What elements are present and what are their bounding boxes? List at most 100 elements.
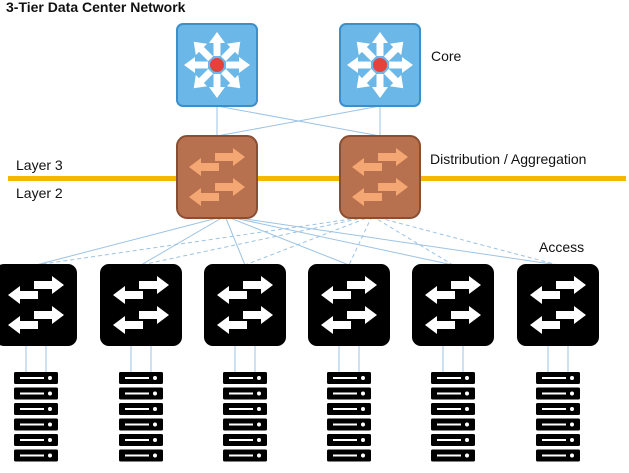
- server-led: [361, 422, 365, 427]
- switch-arrow: [139, 306, 169, 324]
- switch-arrow: [347, 306, 377, 324]
- server-led: [257, 438, 261, 442]
- server-slot: [437, 392, 461, 395]
- switch-arrow: [139, 276, 169, 294]
- dist-access-link: [35, 215, 226, 266]
- access-switch-icon: [204, 264, 286, 346]
- access-switch-body: [517, 264, 599, 346]
- server-led: [48, 453, 52, 458]
- switch-arrow: [189, 158, 219, 176]
- core-arrow: [356, 41, 377, 62]
- layer-boundary-line: [8, 176, 626, 181]
- switch-arrow: [215, 178, 245, 196]
- server-slot: [437, 454, 461, 457]
- switch-arrow: [352, 158, 382, 176]
- dist-access-link: [371, 215, 559, 266]
- server-slot: [333, 408, 357, 410]
- server-led: [465, 453, 469, 458]
- server-slot: [229, 423, 253, 426]
- core-center-dot: [373, 58, 387, 72]
- distribution-switch-body: [339, 135, 421, 219]
- server-slot: [20, 408, 44, 410]
- server-led: [361, 438, 365, 442]
- server-slot: [542, 439, 566, 441]
- server-led: [153, 391, 157, 396]
- switch-arrow: [8, 316, 38, 334]
- server-slot: [437, 423, 461, 426]
- links: [25, 105, 569, 372]
- core-arrow: [347, 57, 371, 73]
- server-slot: [333, 392, 357, 395]
- core-arrow: [209, 32, 225, 56]
- distribution-switch-body: [176, 135, 258, 219]
- server-slot: [333, 454, 357, 457]
- core-arrow: [184, 57, 208, 73]
- access-switch-icon: [517, 264, 599, 346]
- switch-arrow: [378, 148, 408, 166]
- server-slot: [125, 454, 149, 457]
- server-slot: [20, 377, 44, 379]
- core-label: Core: [431, 48, 462, 64]
- server-led: [570, 453, 574, 458]
- core-arrow: [372, 32, 388, 56]
- access-switch-icon: [308, 264, 390, 346]
- switch-arrow: [113, 316, 143, 334]
- server-led: [570, 391, 574, 396]
- access-switch-icon: [100, 264, 182, 346]
- server-slot: [542, 408, 566, 410]
- server-led: [361, 453, 365, 458]
- access-label: Access: [539, 239, 585, 255]
- server-led: [153, 376, 157, 380]
- distribution-label: Distribution / Aggregation: [430, 151, 587, 167]
- switch-arrow: [215, 148, 245, 166]
- switch-arrow: [243, 276, 273, 294]
- server-slot: [333, 423, 357, 426]
- dist-access-link: [35, 215, 373, 266]
- switch-arrow: [113, 286, 143, 304]
- dist-access-link: [244, 215, 373, 266]
- access-switch-body: [100, 264, 182, 346]
- server-led: [570, 407, 574, 411]
- server-led: [153, 422, 157, 427]
- switch-arrow: [530, 286, 560, 304]
- core-arrow: [220, 41, 241, 62]
- distribution-switch-icon: [339, 135, 421, 219]
- access-switch-body: [308, 264, 390, 346]
- server-rack-icon: [119, 372, 163, 462]
- server-led: [361, 391, 365, 396]
- dist-access-link: [224, 215, 559, 266]
- switch-arrow: [321, 316, 351, 334]
- server-rack-icon: [536, 372, 580, 462]
- dist-access-link: [224, 215, 246, 266]
- server-slot: [333, 377, 357, 379]
- access-switch-body: [204, 264, 286, 346]
- server-led: [48, 407, 52, 411]
- server-led: [465, 391, 469, 396]
- access-switch-body: [412, 264, 494, 346]
- switch-arrow: [556, 276, 586, 294]
- core-router-icon: [339, 23, 421, 107]
- core-arrow: [383, 68, 404, 89]
- switch-arrow: [378, 178, 408, 196]
- core-arrow: [389, 57, 413, 73]
- switch-arrow: [34, 306, 64, 324]
- access-switch-icon: [0, 264, 77, 346]
- switch-arrow: [425, 286, 455, 304]
- dist-access-link: [140, 215, 226, 266]
- server-led: [361, 407, 365, 411]
- core-center-dot: [210, 58, 224, 72]
- server-led: [465, 438, 469, 442]
- dist-access-link: [224, 215, 454, 266]
- server-slot: [20, 439, 44, 441]
- server-slot: [20, 392, 44, 395]
- switch-arrow: [352, 188, 382, 206]
- server-slot: [125, 408, 149, 410]
- server-led: [153, 438, 157, 442]
- access-switch-body: [0, 264, 77, 346]
- switch-arrow: [347, 276, 377, 294]
- switch-arrow: [8, 286, 38, 304]
- switch-arrow: [451, 306, 481, 324]
- core-arrow: [383, 41, 404, 62]
- core-arrow: [193, 41, 214, 62]
- server-led: [257, 376, 261, 380]
